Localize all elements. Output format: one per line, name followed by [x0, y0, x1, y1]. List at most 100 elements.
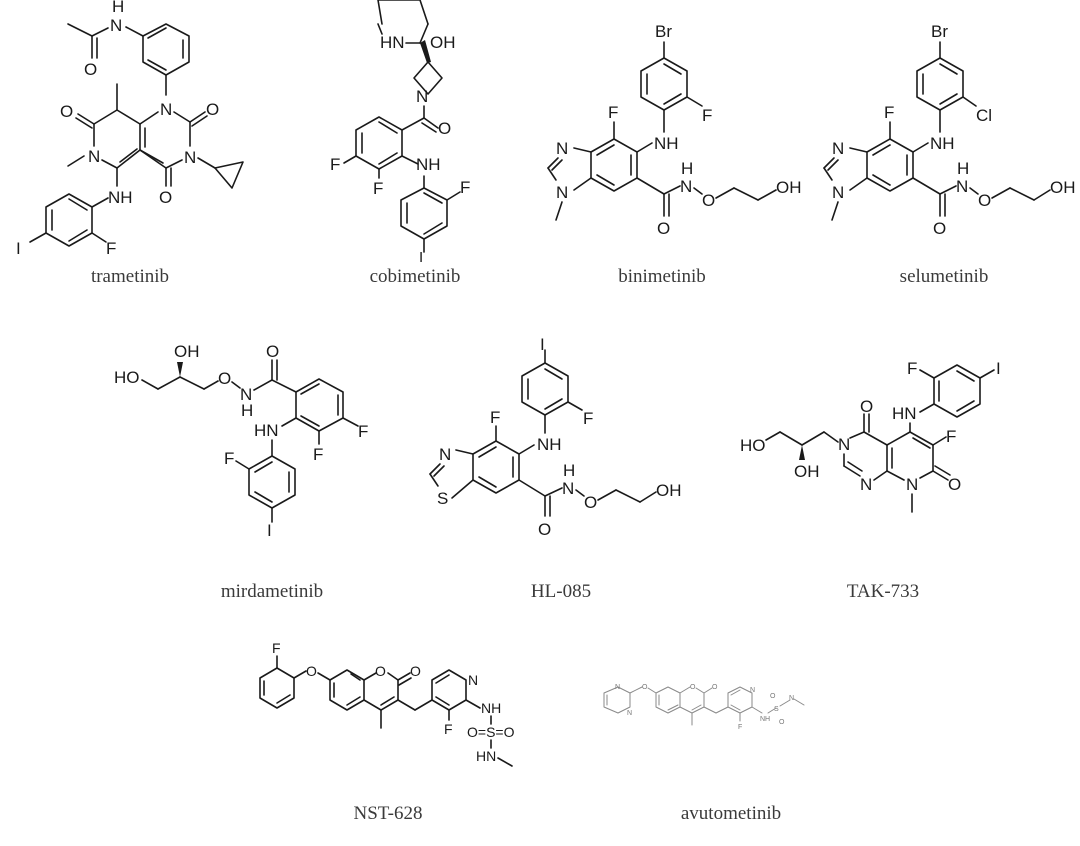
svg-text:N: N [789, 695, 794, 702]
svg-text:OH: OH [794, 462, 820, 481]
svg-text:O: O [218, 369, 231, 388]
compound-label: binimetinib [618, 266, 706, 287]
selumetinib-structure-drawing: Br Cl NH F N N O N H O OH [823, 22, 1076, 238]
nst-628-structure-drawing: F O O O N F NH O=S=O HN [259, 640, 515, 767]
svg-text:Br: Br [931, 22, 948, 41]
svg-text:HO: HO [740, 436, 766, 455]
svg-text:N: N [468, 672, 478, 688]
svg-text:O: O [933, 219, 946, 238]
svg-text:N: N [956, 177, 968, 196]
structure-mirdametinib: OH HO O N H O F F HN F I [100, 320, 400, 570]
svg-text:N: N [556, 139, 568, 158]
svg-text:HO: HO [114, 368, 140, 387]
svg-text:N: N [88, 147, 100, 166]
trametinib-structure-drawing: O N H N O N O O N NH F I [16, 0, 244, 258]
svg-text:S: S [774, 706, 779, 713]
svg-text:N: N [750, 687, 755, 694]
svg-text:OH: OH [174, 342, 200, 361]
svg-text:N: N [832, 139, 844, 158]
svg-text:O: O [266, 342, 279, 361]
svg-text:O: O [206, 100, 219, 119]
structure-binimetinib: Br F NH F N N O N H O OH [530, 0, 810, 260]
svg-text:F: F [373, 179, 383, 198]
svg-text:Br: Br [655, 22, 672, 41]
svg-text:N: N [615, 684, 620, 691]
svg-text:H: H [681, 159, 693, 178]
svg-text:NH: NH [537, 435, 562, 454]
svg-text:N: N [160, 100, 172, 119]
svg-text:I: I [419, 249, 423, 266]
svg-text:O: O [948, 475, 961, 494]
svg-text:N: N [832, 183, 844, 202]
svg-text:O: O [690, 684, 696, 691]
svg-text:O: O [84, 60, 97, 79]
svg-text:O: O [779, 719, 785, 726]
svg-text:F: F [313, 445, 323, 464]
svg-text:O: O [860, 397, 873, 416]
structure-tak-733: F I HN F O N O N N OH HO [720, 320, 1020, 570]
svg-text:F: F [224, 449, 234, 468]
svg-text:O: O [410, 663, 421, 679]
svg-text:N: N [906, 475, 918, 494]
svg-text:H: H [241, 401, 253, 420]
svg-text:N: N [240, 385, 252, 404]
svg-text:N: N [838, 435, 850, 454]
compound-label: cobimetinib [369, 266, 461, 287]
svg-text:HN: HN [892, 404, 917, 423]
structure-avutometinib: N N O O O N F NH S O O N [590, 680, 870, 770]
svg-text:NH: NH [481, 700, 501, 716]
svg-text:N: N [184, 148, 196, 167]
svg-text:O: O [702, 191, 715, 210]
svg-text:H: H [112, 0, 124, 16]
svg-text:N: N [556, 183, 568, 202]
svg-text:F: F [330, 155, 340, 174]
svg-text:N: N [110, 16, 122, 35]
compound-label: TAK-733 [846, 581, 920, 602]
svg-text:F: F [460, 178, 470, 197]
svg-text:F: F [884, 103, 894, 122]
svg-text:NH: NH [416, 155, 441, 174]
svg-text:NH: NH [654, 134, 679, 153]
svg-text:NH: NH [930, 134, 955, 153]
compound-label: HL-085 [530, 581, 592, 602]
svg-text:O: O [159, 188, 172, 207]
structure-hl-085: I F NH F N S O N H O OH [420, 320, 710, 570]
structure-nst-628: F O O O N F NH O=S=O HN [240, 640, 540, 790]
svg-text:O: O [306, 663, 317, 679]
cobimetinib-structure-drawing: HN OH N O F F NH F I [330, 0, 470, 266]
compound-label: trametinib [90, 266, 170, 287]
structure-cobimetinib: HN OH N O F F NH F I [270, 0, 530, 266]
svg-text:O: O [438, 119, 451, 138]
compound-label: NST-628 [353, 803, 423, 824]
svg-text:O: O [584, 493, 597, 512]
svg-text:I: I [267, 521, 272, 540]
avutometinib-structure-drawing: N N O O O N F NH S O O N [603, 684, 805, 731]
svg-text:F: F [946, 427, 956, 446]
svg-text:F: F [358, 422, 368, 441]
svg-text:N: N [416, 87, 428, 106]
binimetinib-structure-drawing: Br F NH F N N O N H O OH [547, 22, 802, 238]
svg-text:F: F [583, 409, 593, 428]
svg-text:NH: NH [760, 716, 770, 723]
svg-text:OH: OH [656, 481, 682, 500]
svg-text:Cl: Cl [976, 106, 992, 125]
svg-text:F: F [272, 640, 281, 656]
svg-text:I: I [540, 335, 545, 354]
svg-text:H: H [563, 461, 575, 480]
svg-text:O: O [538, 520, 551, 539]
svg-text:F: F [702, 106, 712, 125]
svg-text:S: S [437, 489, 448, 508]
compound-label: mirdametinib [220, 581, 324, 602]
svg-text:O: O [978, 191, 991, 210]
svg-text:HN: HN [476, 748, 496, 764]
tak-733-structure-drawing: F I HN F O N O N N OH HO [740, 359, 1001, 513]
svg-text:HN: HN [254, 421, 279, 440]
svg-text:F: F [907, 359, 917, 378]
svg-text:F: F [106, 239, 116, 258]
svg-text:NH: NH [108, 188, 133, 207]
svg-text:OH: OH [1050, 178, 1076, 197]
compound-label: avutometinib [680, 803, 782, 824]
svg-text:I: I [996, 359, 1001, 378]
svg-text:F: F [444, 721, 453, 737]
mirdametinib-structure-drawing: OH HO O N H O F F HN F I [114, 342, 368, 540]
